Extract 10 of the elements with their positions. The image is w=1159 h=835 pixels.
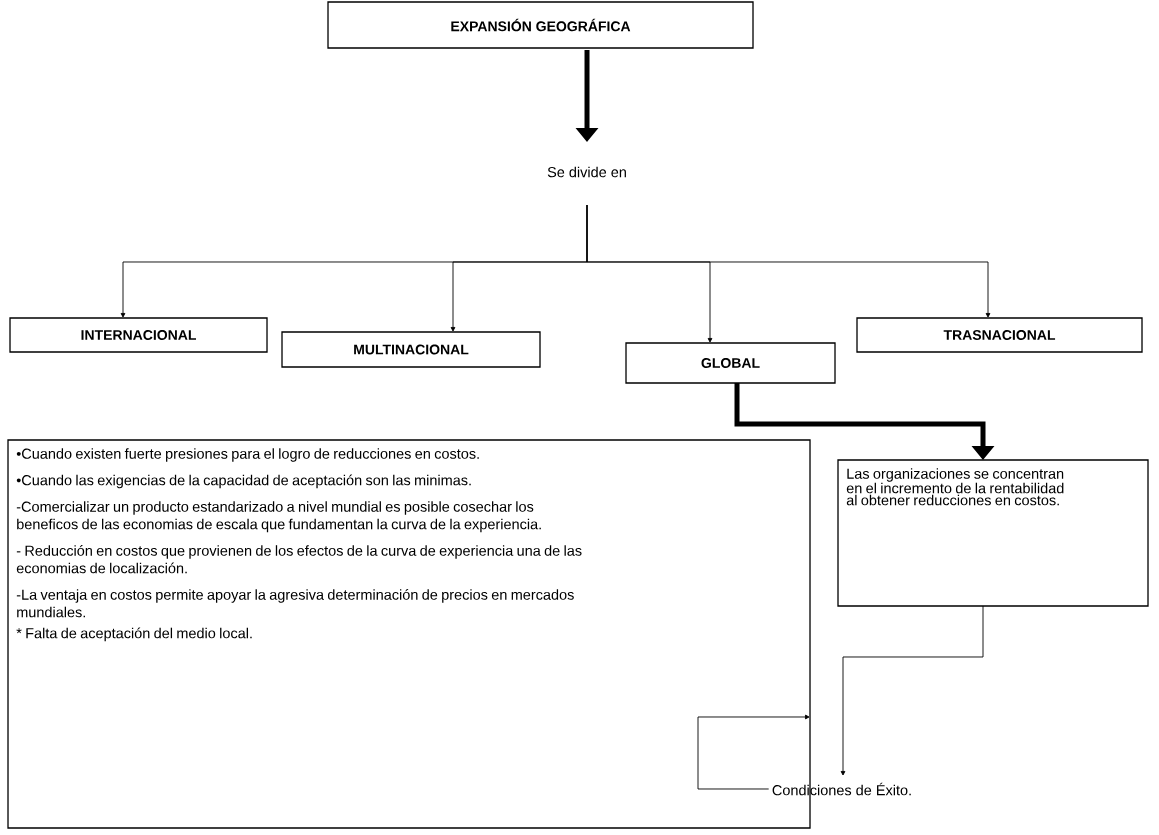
- process-box: INTERNACIONAL: [9, 317, 268, 353]
- text-label: Se divide en: [547, 166, 626, 178]
- arrow: [840, 605, 984, 776]
- text-box: Las organizaciones se concentran en el incremento de la rentabilidad al obtener reducciones en costos.: [837, 459, 1149, 607]
- process-box: GLOBAL: [625, 342, 836, 384]
- process-box: MULTINACIONAL: [281, 331, 541, 368]
- process-box: EXPANSIÓN GEOGRÁFICA: [327, 1, 754, 49]
- arrow: [586, 204, 991, 318]
- process-box: TRASNACIONAL: [856, 317, 1143, 353]
- arrow: [697, 714, 810, 790]
